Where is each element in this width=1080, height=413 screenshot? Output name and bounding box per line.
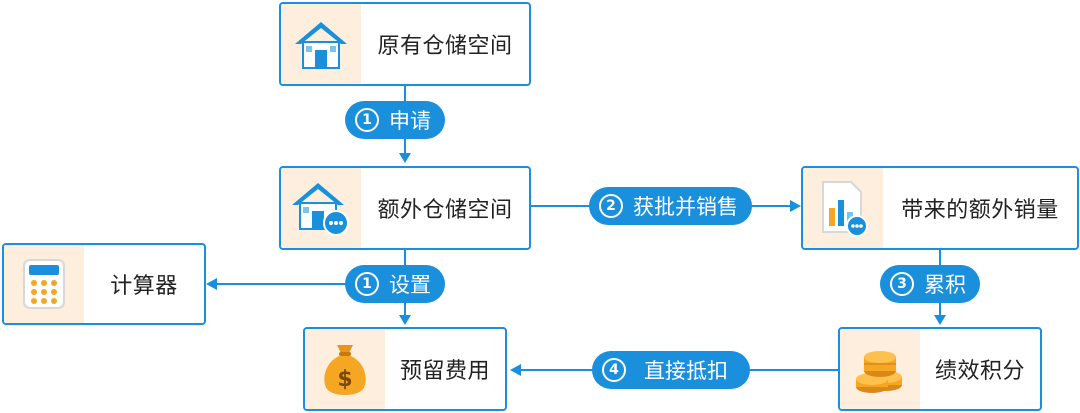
house-icon	[295, 22, 347, 69]
node-label: 绩效积分	[934, 359, 1025, 384]
node-extra-sales: 带来的额外销量	[801, 166, 1079, 250]
arrowhead-approve-sell	[790, 200, 801, 212]
node-label: 额外仓储空间	[377, 198, 513, 223]
icon-cell	[281, 4, 361, 84]
step-deduct: 4 直接抵扣	[592, 351, 750, 389]
node-calculator: 计算器	[2, 243, 206, 325]
money-bag-icon: $	[324, 345, 366, 395]
node-label: 带来的额外销量	[901, 198, 1059, 223]
node-label: 原有仓储空间	[377, 34, 513, 59]
arrowhead-setup-down	[399, 315, 411, 325]
step-label: 累积	[924, 273, 966, 297]
svg-text:$: $	[337, 367, 352, 392]
bar-chart-document-icon	[822, 181, 868, 237]
step-label: 设置	[389, 273, 431, 297]
node-reserve-fee: $ 预留费用	[303, 327, 507, 411]
arrowhead-accumulate	[934, 315, 946, 325]
step-number: 3	[890, 272, 914, 296]
node-extra-storage: 额外仓储空间	[279, 166, 531, 250]
coin-stack-icon	[856, 351, 902, 393]
arrowhead-calculator	[206, 278, 217, 290]
step-label: 直接抵扣	[644, 359, 728, 383]
step-number: 1	[355, 108, 379, 132]
node-performance-points: 绩效积分	[838, 327, 1042, 411]
step-number: 2	[599, 194, 623, 218]
icon-cell: $	[305, 329, 385, 409]
step-accumulate: 3 累积	[880, 265, 980, 303]
arrowhead-deduct	[510, 364, 521, 376]
icon-cell	[281, 168, 361, 248]
node-original-storage: 原有仓储空间	[279, 2, 531, 86]
node-label: 预留费用	[399, 359, 490, 384]
step-setup: 1 设置	[345, 265, 445, 303]
step-apply: 1 申请	[345, 101, 445, 139]
step-number: 4	[602, 358, 626, 382]
arrowhead-apply	[399, 153, 411, 163]
step-number: 1	[355, 272, 379, 296]
icon-cell	[840, 329, 920, 409]
house-chat-icon	[292, 183, 349, 236]
step-label: 申请	[389, 109, 431, 133]
icon-cell	[803, 168, 883, 248]
calculator-icon	[23, 259, 65, 309]
step-label: 获批并销售	[633, 195, 738, 219]
icon-cell	[4, 245, 84, 323]
step-approve-sell: 2 获批并销售	[589, 187, 752, 225]
node-label: 计算器	[110, 274, 178, 299]
